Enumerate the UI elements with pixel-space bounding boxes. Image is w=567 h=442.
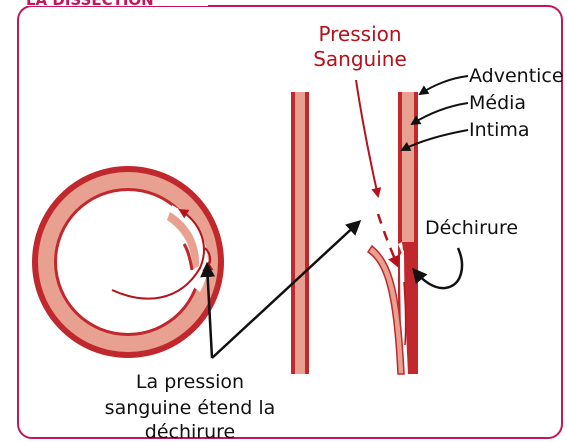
left-wall-media — [295, 92, 305, 374]
intima-label: Intima — [469, 119, 530, 141]
caption-line1: La pression — [136, 371, 244, 393]
caption-pointer-right — [212, 222, 359, 358]
tear-pointer — [414, 248, 462, 288]
adventice-label: Adventice — [469, 65, 564, 87]
adventice-pointer — [420, 76, 468, 94]
media-pointer — [412, 103, 468, 124]
header-title: LA DISSECTION — [26, 0, 154, 9]
pressure-label-line2: Sanguine — [313, 47, 407, 71]
pressure-label-line1: Pression — [318, 22, 401, 46]
tear-label: Déchirure — [425, 217, 518, 239]
media-label: Média — [469, 92, 526, 114]
vessel-cross-section — [32, 166, 224, 358]
right-wall-upper-media — [402, 92, 414, 242]
pressure-arrow — [356, 80, 378, 196]
caption-line3: déchirure — [145, 421, 235, 442]
caption-line2: sanguine étend la — [105, 397, 276, 419]
